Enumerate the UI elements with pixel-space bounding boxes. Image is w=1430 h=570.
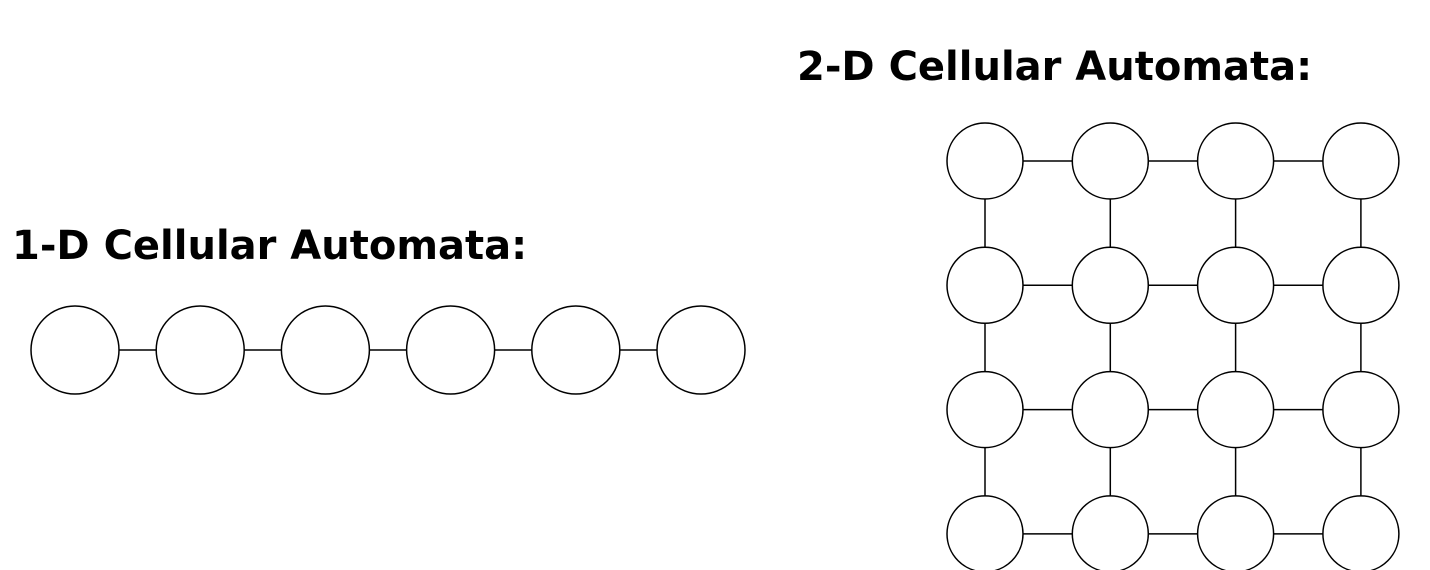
- one-d-cell-chain: [30, 305, 746, 395]
- cell-2d: [1196, 495, 1275, 570]
- cell-1d: [155, 305, 245, 395]
- cell-2d: [1322, 122, 1400, 200]
- two-d-cell-grid: [946, 122, 1400, 570]
- cell-1d: [405, 305, 496, 395]
- cell-1d: [30, 305, 120, 395]
- cell-2d: [1322, 370, 1400, 449]
- cell-2d: [1196, 246, 1275, 325]
- cell-2d: [946, 122, 1024, 200]
- cell-1d: [531, 305, 621, 395]
- cell-2d: [1322, 246, 1400, 325]
- cell-2d: [1322, 495, 1400, 570]
- cell-2d: [946, 370, 1024, 449]
- title-1d-cellular-automata: 1-D Cellular Automata:: [12, 223, 528, 269]
- cell-2d: [1071, 495, 1150, 570]
- cell-1d: [656, 305, 746, 395]
- cell-1d: [280, 305, 371, 395]
- cell-2d: [946, 495, 1024, 570]
- cell-2d: [946, 246, 1024, 325]
- cell-2d: [1071, 370, 1150, 449]
- title-2d-cellular-automata: 2-D Cellular Automata:: [797, 44, 1313, 90]
- cell-2d: [1071, 246, 1150, 325]
- cell-2d: [1196, 122, 1275, 200]
- cell-2d: [1196, 370, 1275, 449]
- cell-2d: [1071, 122, 1150, 200]
